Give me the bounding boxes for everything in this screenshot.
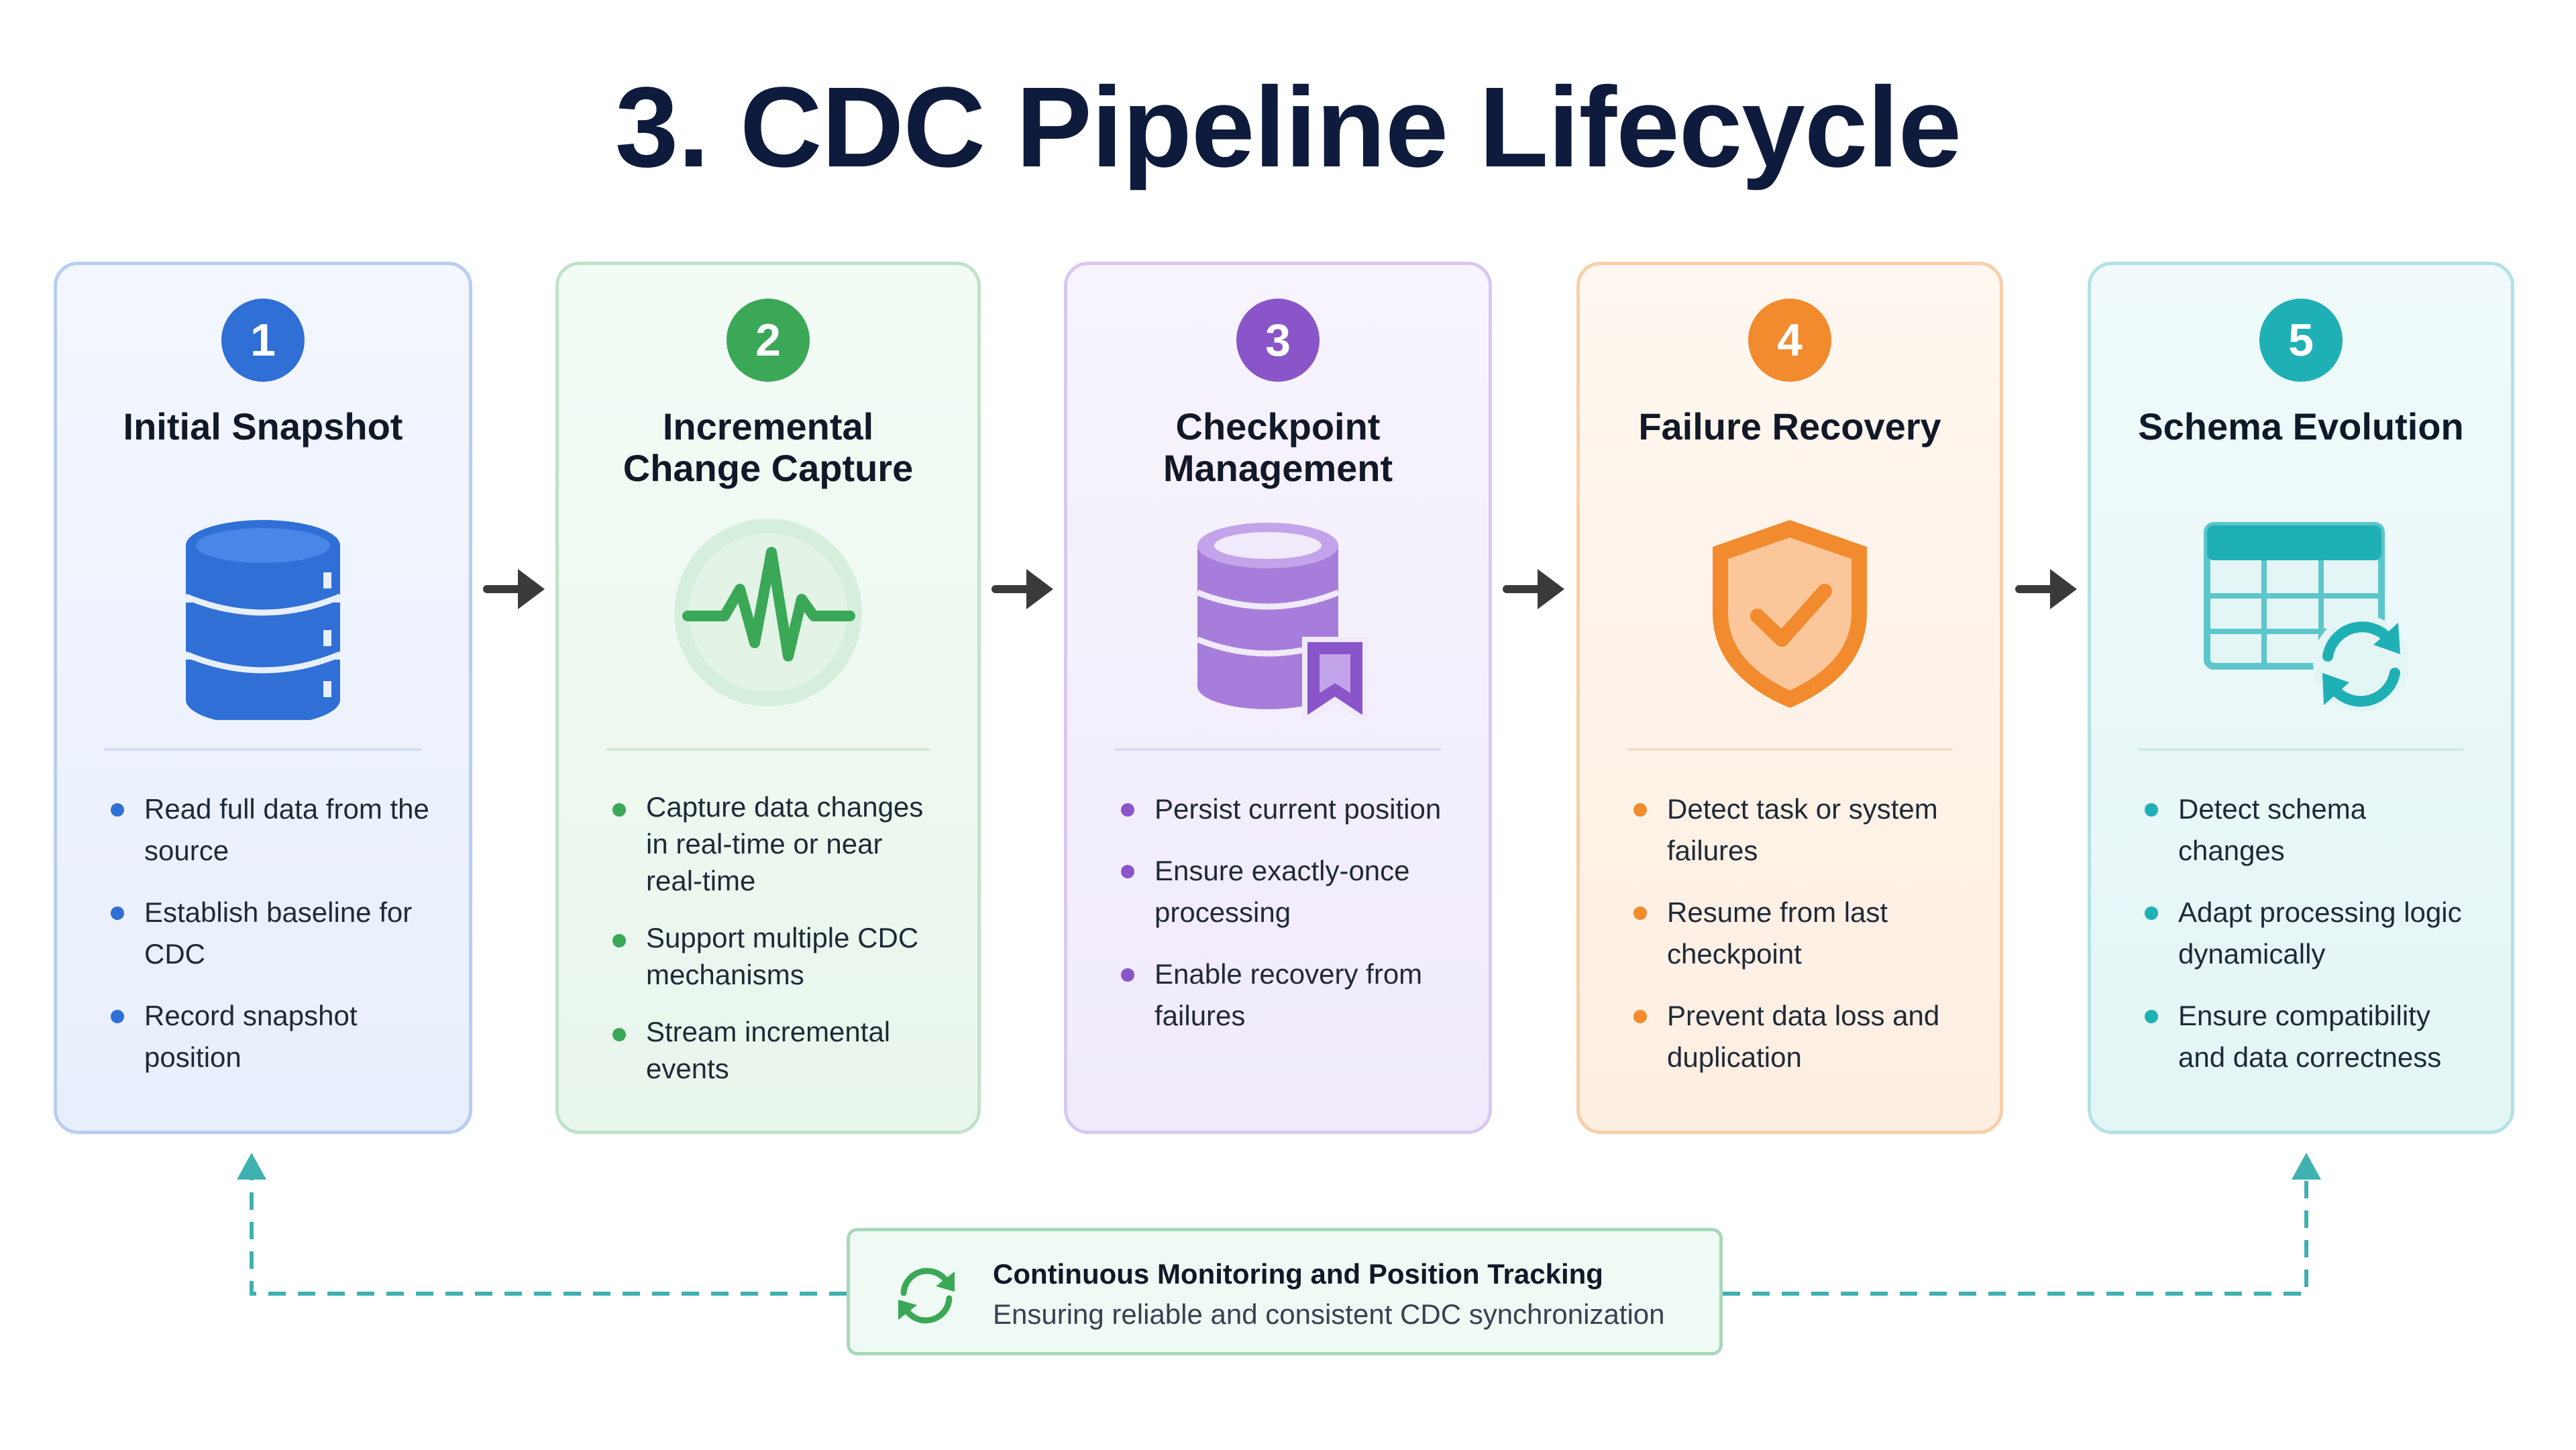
bullet-item: Detect schema changes — [2141, 788, 2477, 872]
bullet-dot — [612, 803, 626, 817]
table-sync-icon — [2204, 522, 2408, 711]
bullet-dot — [1121, 865, 1134, 878]
bullet-text: Record snapshot position — [144, 1000, 358, 1073]
bullet-dot — [2145, 803, 2158, 817]
bullet-text: Enable recovery from failures — [1155, 958, 1423, 1031]
bullet-dot — [111, 907, 124, 920]
bullet-dot — [1121, 803, 1134, 817]
bullet-item: Establish baseline for CDC — [107, 892, 435, 975]
bullet-dot — [111, 803, 124, 817]
sync-icon — [898, 1267, 955, 1324]
bullet-text: Stream incremental events — [646, 1016, 891, 1084]
stage-card-failure-recovery: 4 Failure Recovery Detect task or system… — [1576, 262, 2003, 1134]
bullet-item: Adapt processing logic dynamically — [2141, 892, 2477, 975]
divider — [1627, 748, 1953, 751]
bullet-item: Resume from last checkpoint — [1629, 892, 1966, 975]
bullet-text: Ensure exactly-once processing — [1155, 855, 1410, 928]
stage-title: Initial Snapshot — [123, 405, 403, 448]
bullet-item: Persist current position — [1117, 788, 1455, 830]
bullet-text: Resume from last checkpoint — [1667, 896, 1888, 970]
stage-title: Failure Recovery — [1638, 405, 1941, 448]
pulse-icon — [674, 519, 862, 707]
arrow-right-icon — [991, 569, 1053, 609]
bullet-dot — [111, 1010, 124, 1023]
stage-card-incremental-change-capture: 2 Incremental Change Capture Capture dat… — [555, 262, 981, 1134]
stage-bullets: Detect schema changes Adapt processing l… — [2141, 788, 2477, 1098]
database-icon — [184, 520, 341, 720]
stage-bullets: Read full data from the source Establish… — [107, 788, 435, 1098]
bullet-text: Establish baseline for CDC — [144, 896, 413, 970]
bullet-item: Support multiple CDC mechanisms — [608, 919, 944, 993]
stage-bullets: Persist current position Ensure exactly-… — [1117, 788, 1455, 1057]
monitoring-title: Continuous Monitoring and Position Track… — [993, 1258, 1603, 1290]
bullet-item: Read full data from the source — [107, 788, 435, 872]
arrow-right-icon — [483, 569, 545, 609]
bullet-dot — [612, 1028, 626, 1041]
bullet-dot — [1633, 1010, 1647, 1023]
step-badge: 1 — [221, 299, 305, 382]
bullet-item: Capture data changes in real-time or nea… — [608, 788, 944, 899]
bullet-text: Persist current position — [1155, 793, 1442, 825]
stage-card-schema-evolution: 5 Schema Evolution Detect schema changes… — [2088, 262, 2514, 1134]
step-badge: 3 — [1236, 299, 1320, 382]
bullet-item: Ensure compatibility and data correctnes… — [2141, 995, 2477, 1078]
bullet-text: Detect task or system failures — [1667, 793, 1938, 866]
divider — [104, 748, 422, 751]
step-badge: 2 — [727, 299, 810, 382]
bullet-item: Enable recovery from failures — [1117, 953, 1455, 1037]
divider — [606, 748, 930, 751]
bullet-dot — [2145, 1010, 2158, 1023]
stage-title: Checkpoint Management — [1163, 405, 1393, 489]
step-badge: 4 — [1748, 299, 1831, 382]
shield-check-icon — [1713, 520, 1867, 708]
bullet-item: Prevent data loss and duplication — [1629, 995, 1966, 1078]
bullet-dot — [1121, 968, 1134, 982]
bullet-item: Stream incremental events — [608, 1013, 944, 1087]
divider — [2138, 748, 2464, 751]
stage-card-initial-snapshot: 1 Initial Snapshot Read full data from t… — [54, 262, 472, 1134]
database-bookmark-icon — [1196, 523, 1368, 720]
bullet-dot — [1633, 907, 1647, 920]
stage-bullets: Capture data changes in real-time or nea… — [608, 788, 944, 1107]
divider — [1114, 748, 1442, 751]
monitoring-panel: Continuous Monitoring and Position Track… — [847, 1228, 1723, 1355]
stage-bullets: Detect task or system failures Resume fr… — [1629, 788, 1966, 1098]
arrow-right-icon — [2015, 569, 2077, 609]
bullet-item: Detect task or system failures — [1629, 788, 1966, 872]
stage-title: Incremental Change Capture — [623, 405, 914, 489]
monitoring-subtitle: Ensuring reliable and consistent CDC syn… — [993, 1298, 1665, 1330]
bullet-text: Detect schema changes — [2178, 793, 2367, 866]
bullet-dot — [1633, 803, 1647, 817]
bullet-dot — [2145, 907, 2158, 920]
stage-card-checkpoint-management: 3 Checkpoint Management Persist current … — [1064, 262, 1492, 1134]
bullet-text: Adapt processing logic dynamically — [2178, 896, 2462, 970]
page-title: 3. CDC Pipeline Lifecycle — [614, 64, 1962, 191]
bullet-item: Ensure exactly-once processing — [1117, 850, 1455, 933]
step-badge: 5 — [2259, 299, 2343, 382]
stage-title: Schema Evolution — [2138, 405, 2464, 448]
bullet-dot — [612, 934, 626, 947]
bullet-text: Ensure compatibility and data correctnes… — [2178, 1000, 2442, 1073]
bullet-text: Read full data from the source — [144, 793, 429, 866]
arrow-right-icon — [1503, 569, 1564, 609]
bullet-text: Capture data changes in real-time or nea… — [646, 791, 924, 896]
bullet-item: Record snapshot position — [107, 995, 435, 1078]
bullet-text: Prevent data loss and duplication — [1667, 1000, 1940, 1073]
bullet-text: Support multiple CDC mechanisms — [646, 922, 919, 990]
